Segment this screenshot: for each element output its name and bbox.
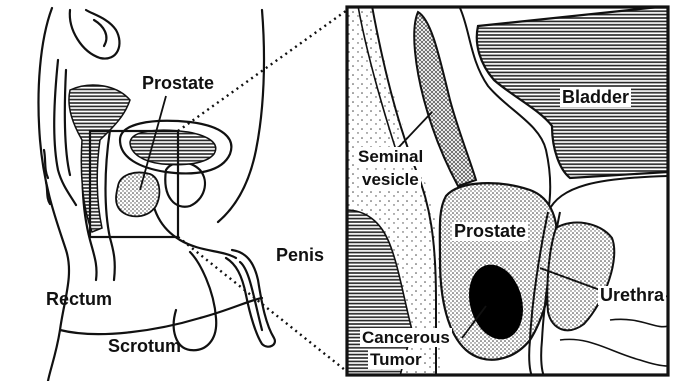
label-rectum: Rectum bbox=[46, 290, 112, 309]
label-prostate-overview: Prostate bbox=[142, 74, 214, 93]
label-seminal-vesicle-line1: Seminal bbox=[356, 147, 425, 166]
sphincter-tissue bbox=[547, 223, 614, 331]
label-bladder: Bladder bbox=[560, 88, 631, 107]
detail-figure bbox=[346, 6, 668, 376]
label-seminal-vesicle-line2: vesicle bbox=[360, 170, 421, 189]
label-tumor-line2: Tumor bbox=[368, 350, 424, 369]
pubic-bone bbox=[165, 163, 205, 207]
label-urethra: Urethra bbox=[598, 286, 666, 305]
label-tumor-line1: Cancerous bbox=[360, 328, 452, 347]
penis bbox=[226, 250, 275, 347]
zoom-line-bottom bbox=[178, 237, 350, 374]
label-prostate-detail: Prostate bbox=[452, 222, 528, 241]
abdomen-outline bbox=[218, 10, 264, 222]
pelvic-bone bbox=[70, 10, 120, 59]
urethra-path bbox=[150, 186, 236, 258]
back-outline bbox=[39, 8, 70, 381]
bladder-hatch bbox=[130, 130, 216, 165]
label-scrotum: Scrotum bbox=[108, 337, 181, 356]
label-penis: Penis bbox=[276, 246, 324, 265]
prostate-small bbox=[116, 173, 159, 217]
